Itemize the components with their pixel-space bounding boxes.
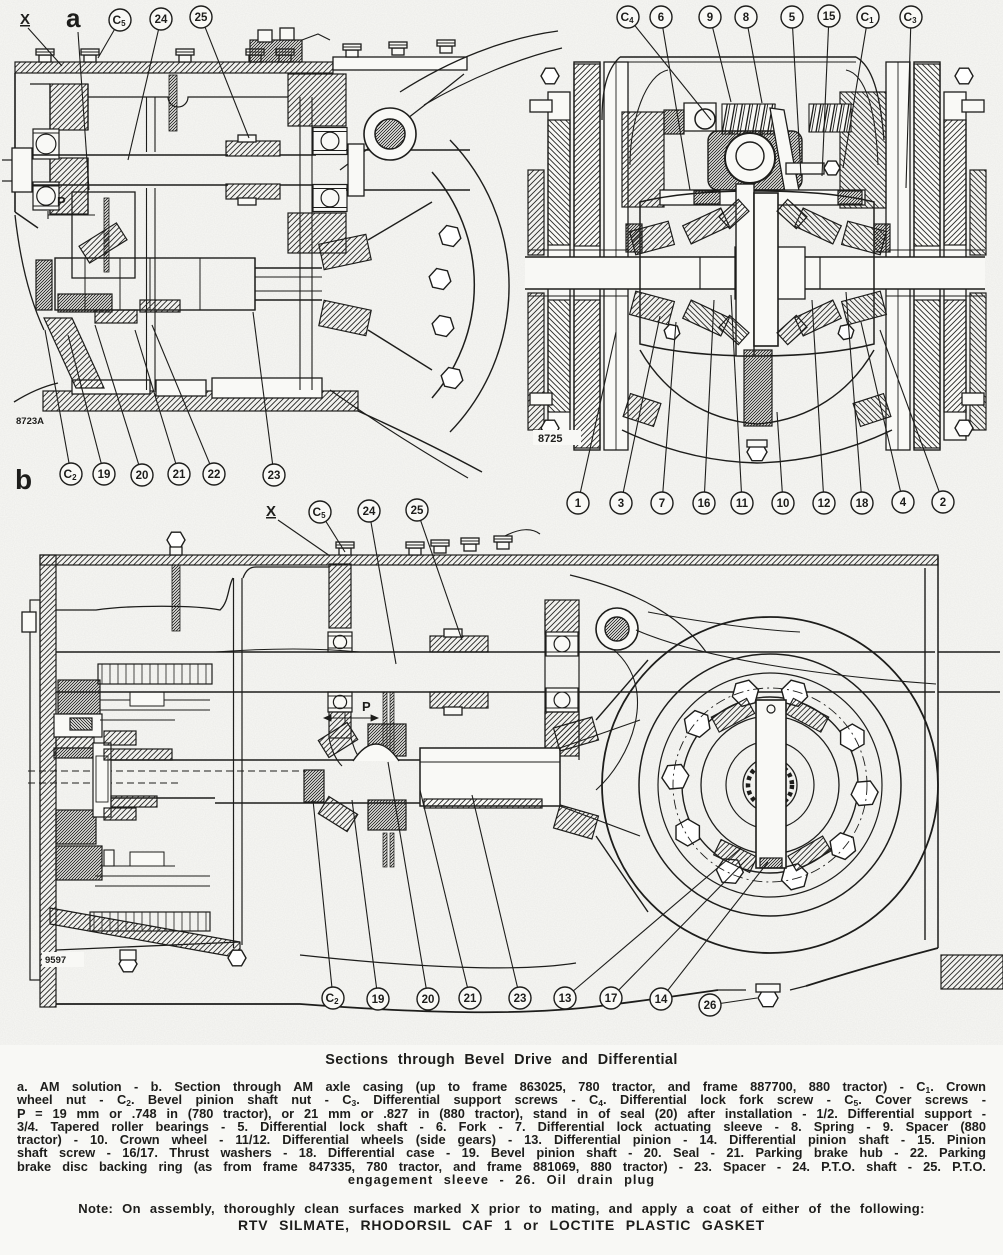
svg-text:20: 20: [136, 470, 149, 482]
svg-text:16: 16: [698, 498, 711, 510]
svg-text:9: 9: [707, 12, 713, 24]
svg-text:4: 4: [900, 497, 907, 509]
svg-text:21: 21: [464, 993, 477, 1005]
svg-text:6: 6: [658, 12, 664, 24]
svg-text:b: b: [15, 464, 32, 495]
svg-text:2: 2: [940, 497, 946, 509]
svg-text:7: 7: [659, 498, 665, 510]
svg-text:23: 23: [514, 993, 527, 1005]
svg-text:19: 19: [98, 469, 111, 481]
svg-text:25: 25: [195, 12, 208, 24]
svg-text:11: 11: [736, 498, 749, 510]
svg-text:17: 17: [605, 993, 618, 1005]
svg-text:9597: 9597: [45, 955, 66, 966]
svg-text:3: 3: [618, 498, 624, 510]
svg-text:X: X: [20, 11, 30, 28]
svg-text:1: 1: [575, 498, 582, 510]
svg-text:14: 14: [655, 994, 668, 1006]
svg-text:5: 5: [789, 12, 796, 24]
svg-text:X: X: [266, 503, 276, 520]
svg-text:12: 12: [818, 498, 831, 510]
svg-text:15: 15: [823, 11, 836, 23]
svg-text:21: 21: [173, 469, 186, 481]
svg-text:P: P: [362, 699, 371, 714]
svg-text:a: a: [66, 3, 81, 33]
svg-text:19: 19: [372, 994, 385, 1006]
svg-text:24: 24: [155, 14, 168, 26]
svg-text:22: 22: [208, 469, 221, 481]
svg-text:18: 18: [856, 498, 869, 510]
svg-text:26: 26: [704, 1000, 717, 1012]
svg-text:10: 10: [777, 498, 790, 510]
svg-text:P: P: [57, 194, 66, 209]
svg-text:23: 23: [268, 470, 281, 482]
svg-text:13: 13: [559, 993, 572, 1005]
svg-text:8725: 8725: [538, 433, 562, 445]
svg-text:8723A: 8723A: [16, 416, 44, 427]
svg-text:25: 25: [411, 505, 424, 517]
svg-text:24: 24: [363, 506, 376, 518]
svg-text:8: 8: [743, 12, 750, 24]
svg-text:20: 20: [422, 994, 435, 1006]
